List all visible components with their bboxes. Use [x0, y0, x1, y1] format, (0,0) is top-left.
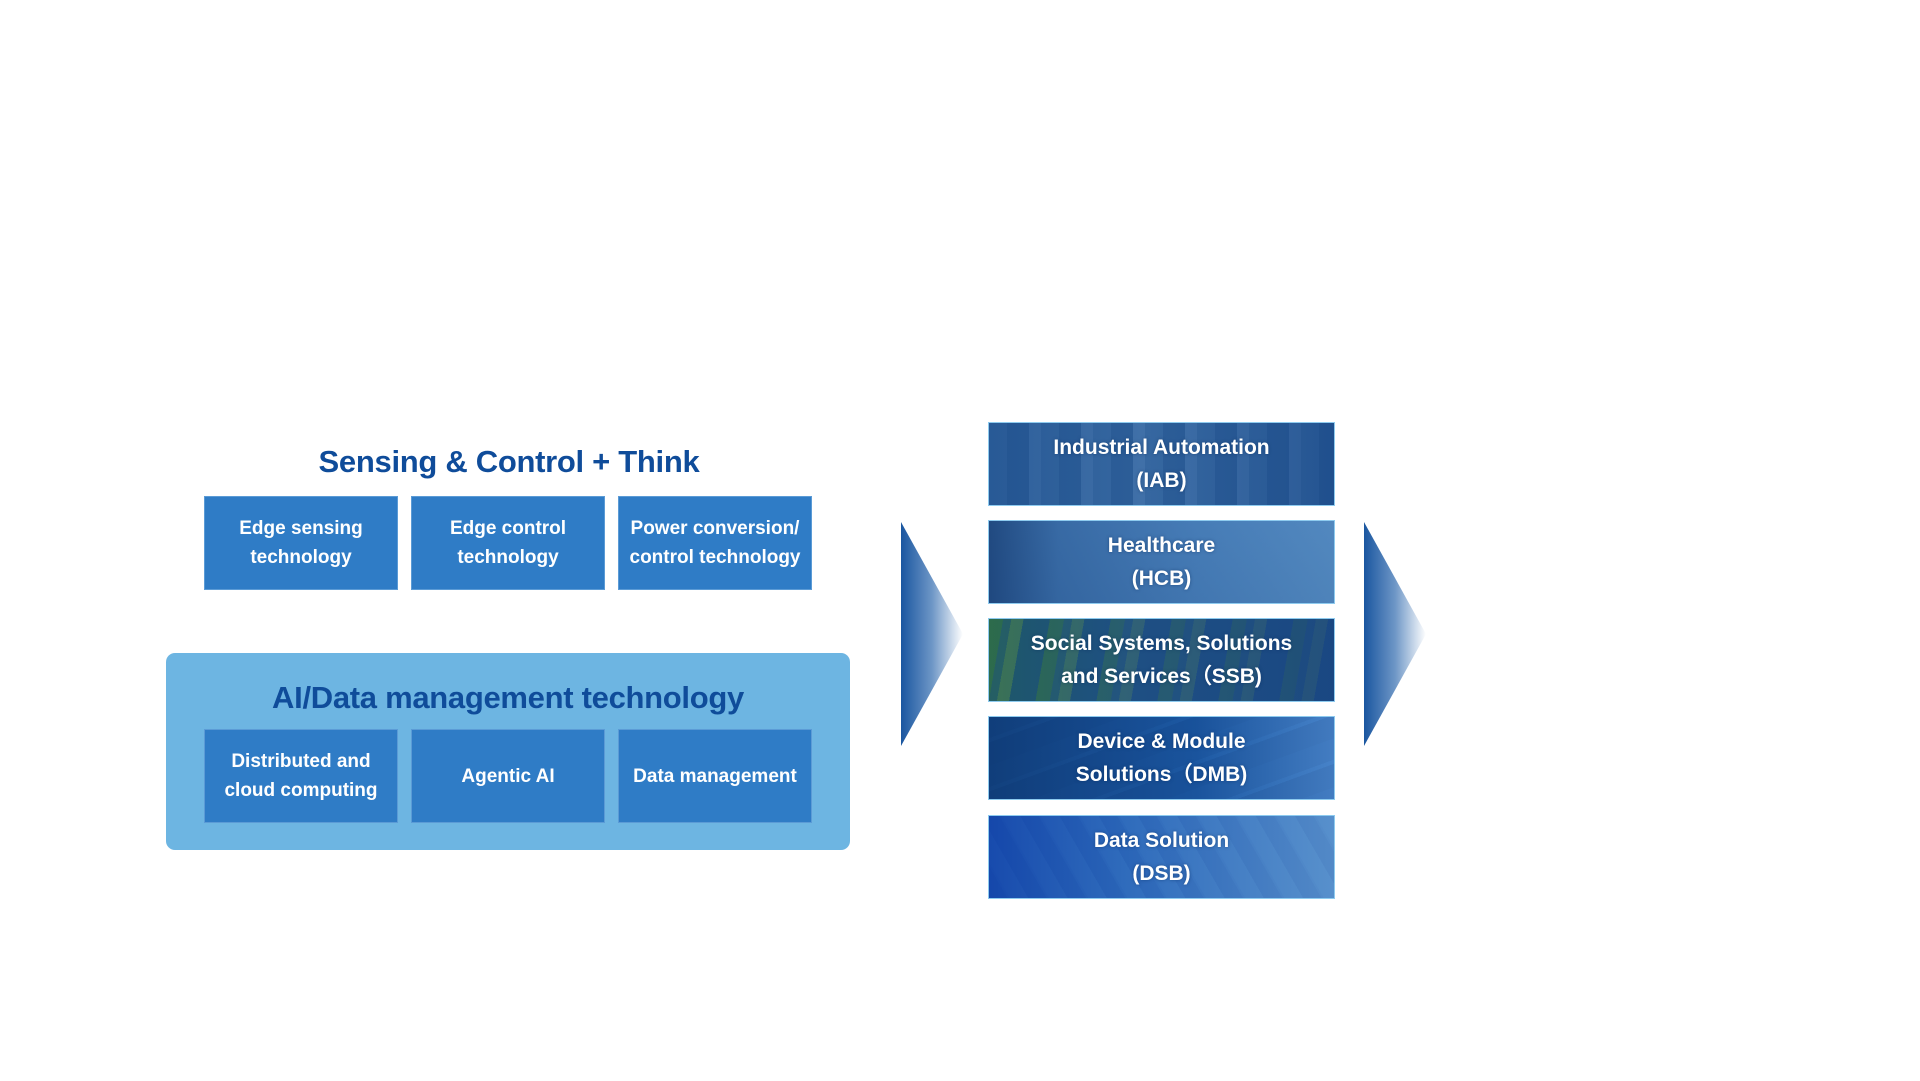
box-label: Agentic AI	[461, 765, 555, 787]
power-conversion-technology-box: Power conversion/ control technology	[618, 496, 812, 590]
business-unit-ssb: Social Systems, Solutions and Services（S…	[988, 618, 1335, 702]
card-photo-background	[989, 717, 1334, 799]
card-label: Data Solution (DSB)	[1093, 829, 1230, 885]
card-photo-background	[989, 816, 1334, 898]
distributed-cloud-computing-box: Distributed and cloud computing	[204, 729, 398, 823]
sensing-control-think-title: Sensing & Control + Think	[318, 444, 700, 479]
box-label: Power conversion/ control technology	[629, 518, 801, 568]
arrow-right-icon	[1364, 522, 1426, 746]
box-label: Edge sensing technology	[239, 518, 363, 568]
card-photo-background	[989, 521, 1334, 603]
edge-sensing-technology-box: Edge sensing technology	[204, 496, 398, 590]
card-photo-background	[989, 619, 1334, 701]
business-unit-dsb: Data Solution (DSB)	[988, 815, 1335, 899]
box-label: Edge control technology	[449, 518, 567, 568]
business-unit-hcb: Healthcare (HCB)	[988, 520, 1335, 604]
business-unit-iab: Industrial Automation (IAB)	[988, 422, 1335, 506]
agentic-ai-box: Agentic AI	[411, 729, 605, 823]
edge-control-technology-box: Edge control technology	[411, 496, 605, 590]
ai-data-management-title: AI/Data management technology	[272, 680, 744, 715]
card-label: Device & Module Solutions（DMB)	[1075, 730, 1248, 786]
arrow-right-icon	[901, 522, 963, 746]
box-label: Distributed and cloud computing	[224, 751, 378, 801]
card-label: Social Systems, Solutions and Services（S…	[1030, 632, 1293, 688]
data-management-box: Data management	[618, 729, 812, 823]
business-unit-dmb: Device & Module Solutions（DMB)	[988, 716, 1335, 800]
card-label: Healthcare (HCB)	[1107, 534, 1216, 590]
card-photo-background	[989, 423, 1334, 505]
card-label: Industrial Automation (IAB)	[1053, 436, 1270, 492]
box-label: Data management	[633, 765, 797, 787]
